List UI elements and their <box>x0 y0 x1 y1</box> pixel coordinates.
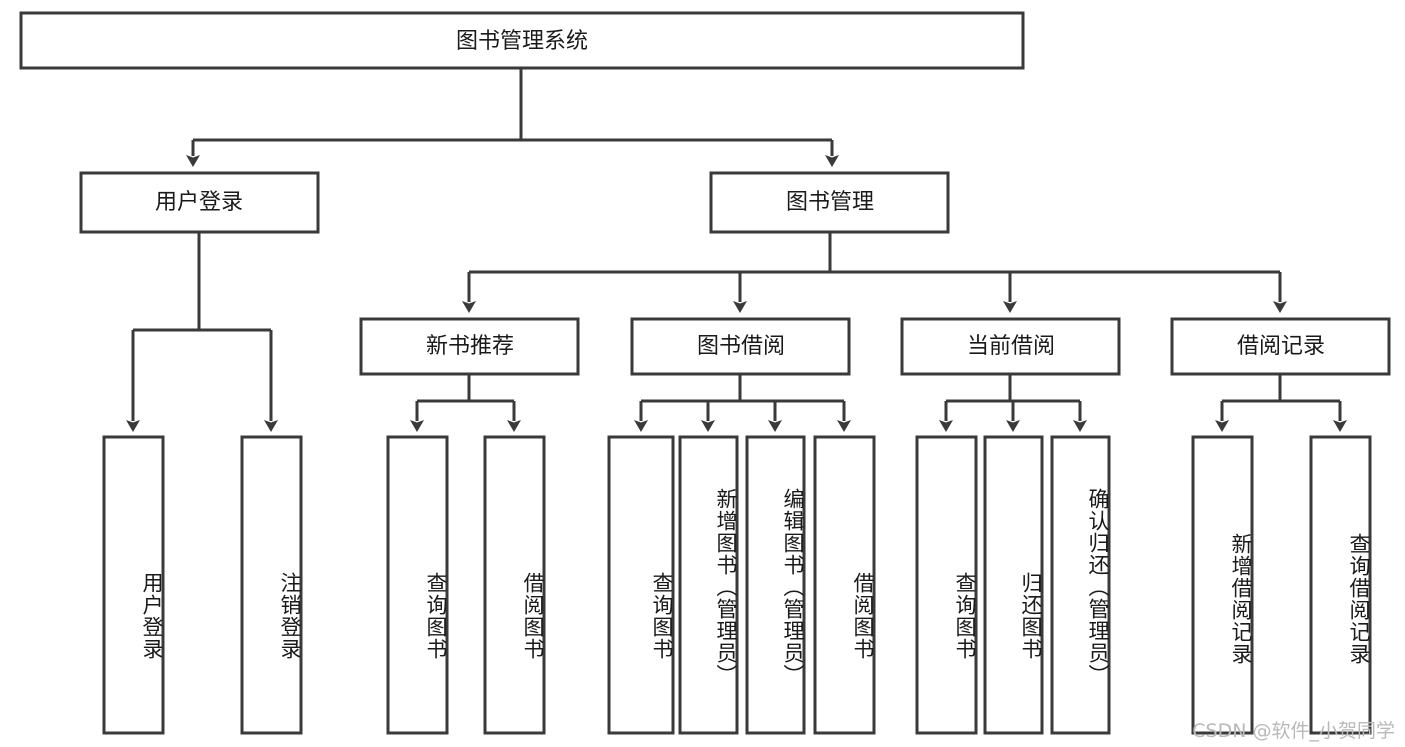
node-new-book-recommend-box[interactable] <box>359 317 580 376</box>
leaf-box-add-book[interactable] <box>678 435 739 735</box>
node-root-box[interactable] <box>19 11 1025 70</box>
node-book-manage-box[interactable] <box>709 171 950 234</box>
leaf-box-query-book-1[interactable] <box>386 435 449 735</box>
connector-current-borrow-to-leaves <box>939 374 1087 432</box>
node-new-book-recommend[interactable]: 新书推荐 <box>359 317 580 376</box>
node-root[interactable]: 图书管理系统 <box>19 11 1025 70</box>
leaf-box-confirm-return[interactable] <box>1050 435 1111 735</box>
node-book-borrow-label: 图书借阅 <box>697 334 785 359</box>
connector-borrow-record-to-leaves <box>1215 374 1347 432</box>
node-user-login[interactable]: 用户登录 <box>79 171 320 234</box>
leaf-box-user-login[interactable] <box>102 435 165 735</box>
node-user-login-box[interactable] <box>79 171 320 234</box>
node-borrow-record-label: 借阅记录 <box>1237 334 1325 359</box>
node-book-borrow-box[interactable] <box>630 317 851 376</box>
leaf-box-query-record[interactable] <box>1309 435 1372 735</box>
connector-new-book-to-leaves <box>410 374 521 432</box>
connector-book-manage-to-level3 <box>462 232 1287 313</box>
leaf-box-borrow-book-2[interactable] <box>813 435 876 735</box>
node-new-book-recommend-label: 新书推荐 <box>426 334 514 359</box>
leaf-box-return-book[interactable] <box>983 435 1044 735</box>
node-book-manage-label: 图书管理 <box>786 190 874 215</box>
node-book-manage[interactable]: 图书管理 <box>709 171 950 234</box>
leaf-box-borrow-book-1[interactable] <box>483 435 546 735</box>
leaf-box-query-book-3[interactable] <box>915 435 978 735</box>
node-book-borrow[interactable]: 图书借阅 <box>630 317 851 376</box>
node-borrow-record[interactable]: 借阅记录 <box>1170 317 1391 376</box>
node-current-borrow-label: 当前借阅 <box>967 334 1055 359</box>
leaf-box-logout[interactable] <box>240 435 303 735</box>
node-user-login-label: 用户登录 <box>155 190 243 215</box>
connector-book-borrow-to-leaves <box>634 374 851 432</box>
leaf-box-edit-book[interactable] <box>745 435 806 735</box>
csdn-watermark: CSDN @软件_小贺同学 <box>1192 720 1395 742</box>
node-borrow-record-box[interactable] <box>1170 317 1391 376</box>
node-root-label: 图书管理系统 <box>456 29 588 54</box>
leaf-box-add-record[interactable] <box>1191 435 1254 735</box>
node-current-borrow[interactable]: 当前借阅 <box>900 317 1121 376</box>
node-current-borrow-box[interactable] <box>900 317 1121 376</box>
connector-root-to-level2 <box>186 68 839 167</box>
connector-user-login-to-leaves <box>126 232 278 432</box>
leaf-box-query-book-2[interactable] <box>607 435 675 735</box>
